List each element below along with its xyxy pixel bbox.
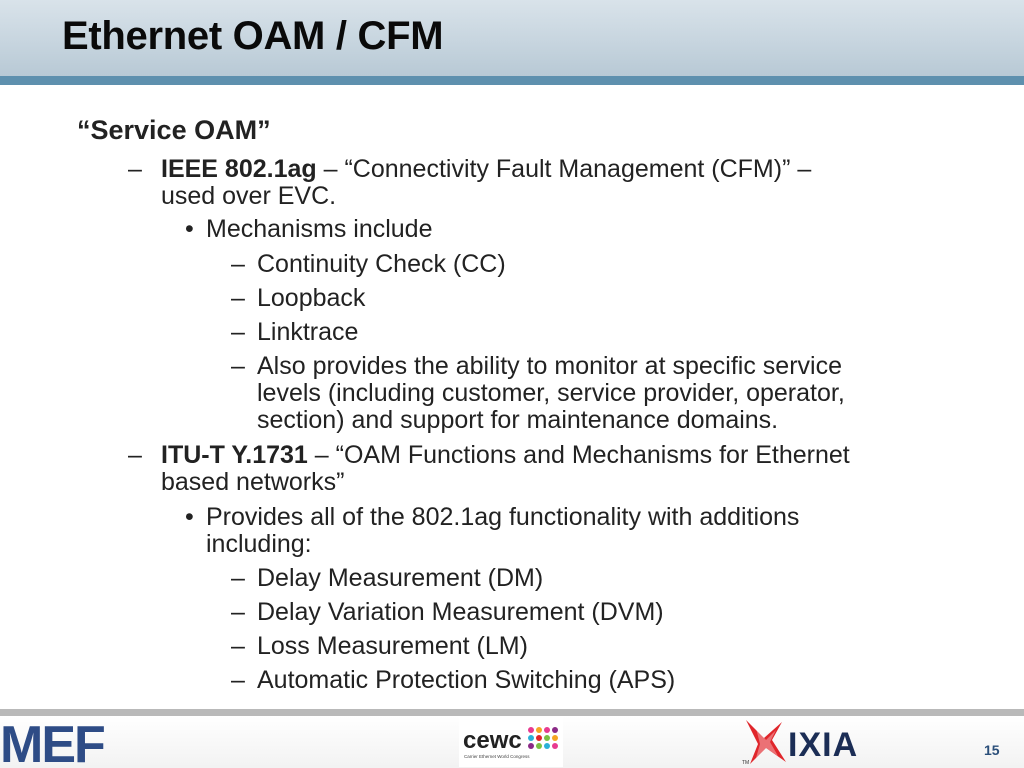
standard-name: ITU-T Y.1731: [161, 441, 308, 469]
list-item-text: – “OAM Functions and Mechanisms for Ethe…: [307, 441, 850, 469]
list-item: – IEEE 802.1ag – “Connectivity Fault Man…: [128, 155, 811, 183]
cewc-dots-icon: [528, 727, 558, 749]
list-item: – ITU-T Y.1731 – “OAM Functions and Mech…: [128, 441, 850, 469]
ixia-logo-text: IXIA: [788, 726, 858, 764]
list-item: – Loopback: [231, 284, 365, 312]
mef-logo: MEF: [0, 718, 106, 766]
list-item: • Provides all of the 802.1ag functional…: [185, 503, 799, 531]
list-item-text: Automatic Protection Switching (APS): [257, 666, 676, 694]
cewc-logo-text: cewc: [463, 727, 522, 754]
list-item-text: Provides all of the 802.1ag functionalit…: [206, 503, 800, 531]
cewc-tagline: Carrier Ethernet World Congress: [464, 754, 530, 759]
list-item-continuation: based networks”: [161, 468, 345, 496]
bullet-marker: •: [185, 503, 194, 531]
ixia-logo: IXIA TM: [742, 720, 858, 766]
ixia-x-mark-icon: [746, 720, 786, 764]
heading-service-oam: “Service OAM”: [77, 115, 271, 145]
dash-marker: –: [231, 564, 245, 592]
list-item-text: Loopback: [257, 284, 366, 312]
cewc-logo: cewc Carrier Ethernet World Congress: [459, 717, 563, 767]
list-item-text: – “Connectivity Fault Management (CFM)” …: [316, 155, 812, 183]
page-number: 15: [984, 742, 1000, 758]
list-item-text: Continuity Check (CC): [257, 250, 506, 278]
dash-marker: –: [231, 632, 245, 660]
dash-marker: –: [231, 250, 245, 278]
list-item: – Delay Variation Measurement (DVM): [231, 598, 664, 626]
mef-logo-text: MEF: [0, 718, 104, 766]
dash-marker: –: [231, 352, 245, 380]
list-item: – Continuity Check (CC): [231, 250, 506, 278]
list-item-text: Also provides the ability to monitor at …: [257, 352, 842, 380]
list-item-continuation: levels (including customer, service prov…: [257, 379, 845, 407]
list-item-continuation: including:: [206, 530, 312, 558]
list-item: – Loss Measurement (LM): [231, 632, 528, 660]
list-item: – Linktrace: [231, 318, 358, 346]
list-item-text: Mechanisms include: [206, 215, 433, 243]
dash-marker: –: [231, 666, 245, 694]
header-divider: [0, 76, 1024, 85]
ixia-trademark: TM: [742, 760, 749, 766]
slide-header: Ethernet OAM / CFM: [0, 0, 1024, 76]
list-item: – Delay Measurement (DM): [231, 564, 543, 592]
slide-title: Ethernet OAM / CFM: [62, 14, 444, 58]
standard-name: IEEE 802.1ag: [161, 155, 317, 183]
list-item-text: Delay Variation Measurement (DVM): [257, 598, 664, 626]
dash-marker: –: [231, 284, 245, 312]
bullet-marker: •: [185, 215, 194, 243]
footer-divider: [0, 709, 1024, 716]
dash-marker: –: [128, 155, 142, 183]
list-item-continuation: section) and support for maintenance dom…: [257, 406, 779, 434]
list-item-text: Delay Measurement (DM): [257, 564, 544, 592]
list-item: – Also provides the ability to monitor a…: [231, 352, 842, 380]
list-item-continuation: used over EVC.: [161, 182, 337, 210]
list-item-text: Linktrace: [257, 318, 359, 346]
dash-marker: –: [231, 598, 245, 626]
dash-marker: –: [231, 318, 245, 346]
list-item: – Automatic Protection Switching (APS): [231, 666, 675, 694]
list-item: • Mechanisms include: [185, 215, 433, 243]
list-item-text: Loss Measurement (LM): [257, 632, 528, 660]
dash-marker: –: [128, 441, 142, 469]
